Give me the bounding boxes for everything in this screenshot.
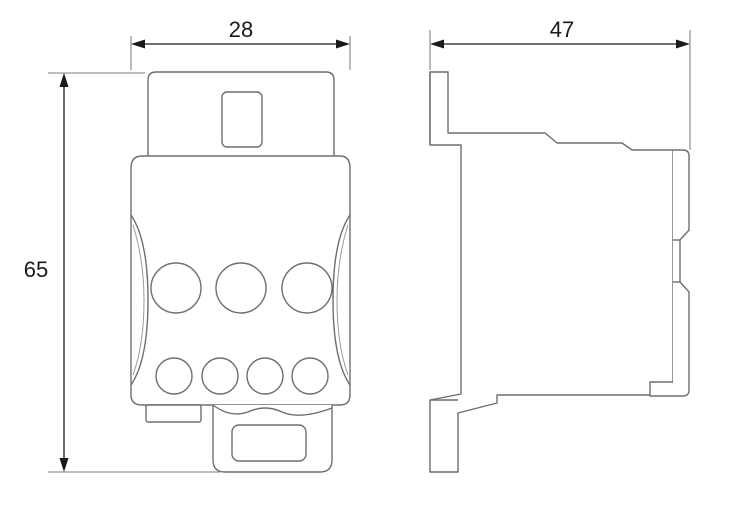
front-view — [130, 71, 351, 473]
dimension-height: 65 — [24, 72, 220, 473]
top-cap — [147, 71, 335, 160]
cap-screw-slot — [221, 91, 263, 148]
side-view — [429, 71, 690, 473]
right-side-contour — [332, 214, 351, 386]
terminal-hole-small — [291, 357, 329, 395]
main-body — [130, 155, 351, 406]
dimension-label-width: 28 — [229, 17, 253, 42]
dimension-width: 28 — [130, 17, 351, 70]
side-profile — [429, 71, 674, 473]
terminal-hole-large — [281, 262, 333, 314]
arrow-head-icon — [131, 39, 145, 49]
arrow-head-icon — [59, 73, 69, 87]
clamp-slot — [231, 424, 307, 462]
arrow-head-icon — [676, 39, 690, 49]
dimension-label-depth: 47 — [550, 17, 574, 42]
left-side-contour — [130, 214, 149, 386]
side-rail — [649, 149, 690, 397]
foot-tab-left — [145, 404, 202, 423]
arrow-head-icon — [59, 458, 69, 472]
dimension-depth: 47 — [429, 17, 691, 150]
arrow-head-icon — [430, 39, 444, 49]
terminal-hole-large — [215, 262, 267, 314]
dimension-label-height: 65 — [24, 257, 48, 282]
terminal-hole-small — [246, 357, 284, 395]
terminal-hole-large — [150, 262, 202, 314]
arrow-head-icon — [336, 39, 350, 49]
bottom-clamp — [212, 405, 333, 473]
terminal-hole-small — [201, 357, 239, 395]
terminal-hole-small — [155, 357, 193, 395]
